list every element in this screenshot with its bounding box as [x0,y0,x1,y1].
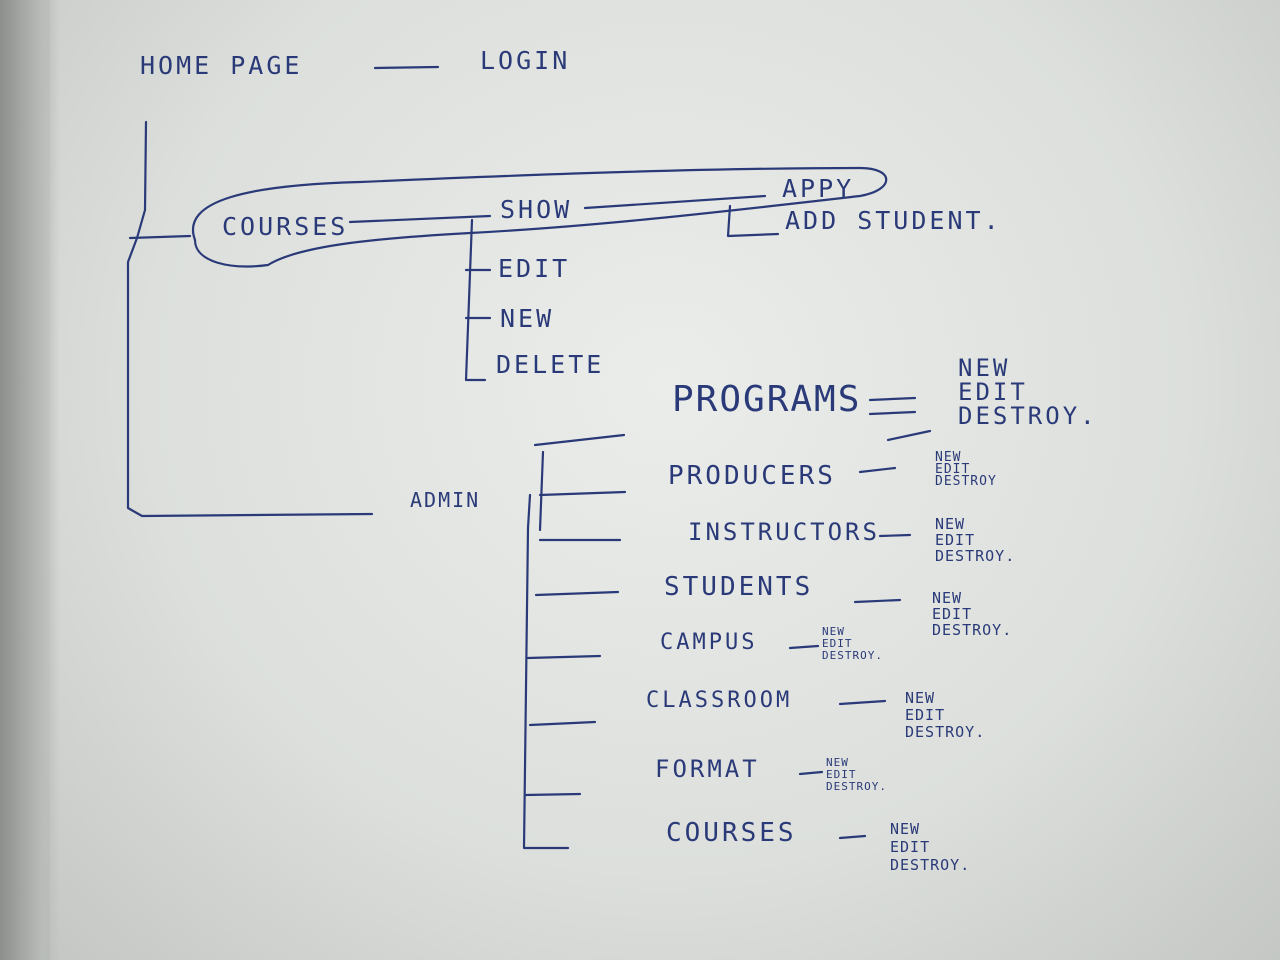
admin-courses-actions: NEW EDIT DESTROY. [890,820,970,874]
connector-show-apply [583,194,767,210]
format-new: NEW [826,756,849,769]
campus-edit: EDIT [822,637,853,650]
add-student-label: ADD STUDENT. [785,206,1002,235]
admin-header-bar [533,433,626,447]
programs-destroy: DESTROY. [958,402,1098,430]
apply-label: APPY [782,174,855,203]
campus-label: CAMPUS [660,630,758,655]
producers-destroy: DESTROY [935,474,997,489]
programs-new: NEW [958,354,1011,382]
instructors-label: INSTRUCTORS [688,518,880,546]
admin-courses-edit: EDIT [890,838,931,856]
programs-actions: NEW EDIT DESTROY. [958,356,1098,428]
new-label: NEW [500,304,555,333]
classroom-destroy: DESTROY. [905,723,986,741]
courses-label: COURSES [222,212,349,241]
producers-label: PRODUCERS [668,461,836,491]
admin-label: ADMIN [410,488,481,512]
students-new: NEW [932,589,963,607]
students-destroy: DESTROY. [932,621,1013,639]
paper-sheet [50,0,1280,960]
students-label: STUDENTS [664,572,814,602]
admin-courses-destroy: DESTROY. [890,856,971,874]
students-edit: EDIT [932,605,973,623]
branch-to-courses [128,234,192,240]
programs-label: PROGRAMS [672,379,862,420]
connector-add-student [726,204,780,238]
producers-edit: EDIT [935,462,971,477]
show-label: SHOW [500,195,573,224]
format-actions: NEW EDIT DESTROY. [826,757,887,793]
instructors-edit: EDIT [935,531,976,549]
instructors-destroy: DESTROY. [935,547,1016,565]
producers-new: NEW [935,450,962,465]
admin-bracket [522,450,570,850]
edit-label: EDIT [498,254,571,283]
campus-destroy: DESTROY. [822,649,883,662]
action-dashes [788,396,932,840]
trunk-line [126,120,374,518]
campus-new: NEW [822,625,845,638]
courses-loop [192,166,888,268]
courses-actions-bracket [464,218,492,382]
connector-home-login [373,65,440,70]
instructors-new: NEW [935,515,966,533]
delete-label: DELETE [496,350,605,379]
format-edit: EDIT [826,768,857,781]
programs-edit: EDIT [958,378,1028,406]
classroom-new: NEW [905,689,936,707]
login-label: LOGIN [480,46,571,75]
campus-actions: NEW EDIT DESTROY. [822,626,883,662]
producers-actions: NEW EDIT DESTROY [935,450,997,489]
admin-courses-new: NEW [890,820,921,838]
classroom-edit: EDIT [905,706,946,724]
format-destroy: DESTROY. [826,780,887,793]
connector-courses-show [348,214,492,224]
home-page-label: HOME PAGE [140,51,303,80]
format-label: FORMAT [655,755,760,783]
paper-edge-shadow [0,0,60,960]
students-actions: NEW EDIT DESTROY. [932,590,1012,638]
admin-branch-lines [523,490,627,797]
classroom-label: CLASSROOM [646,688,793,713]
admin-courses-label: COURSES [666,818,797,848]
instructors-actions: NEW EDIT DESTROY. [935,516,1015,564]
classroom-actions: NEW EDIT DESTROY. [905,690,985,741]
